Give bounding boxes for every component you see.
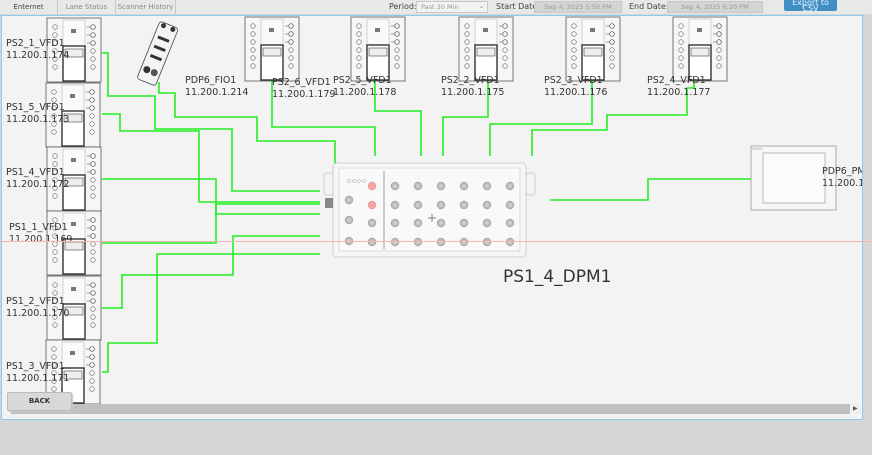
port-fault-indicator — [367, 181, 377, 191]
device-name: PS2_4_VFD1 — [647, 75, 706, 86]
period-value: Past 30 Min — [421, 3, 459, 11]
switch-label: PS1_4_DPM1 — [503, 267, 612, 287]
start-date-label: Start Date: — [496, 2, 540, 11]
device-name: PS2_3_VFD1 — [544, 75, 603, 86]
link-lines — [102, 52, 762, 373]
end-date-label: End Date: — [629, 2, 669, 11]
device-name: PS2_6_VFD1 — [272, 77, 331, 88]
device-name: PDP6_PM — [822, 166, 863, 177]
device-ip: 11.200.1.176 — [544, 87, 608, 98]
link-ps1-2 — [102, 235, 320, 309]
device-ip: 11.200.1.174 — [6, 50, 70, 61]
link-pdp6-pm — [550, 178, 762, 201]
device-name: PS2_2_VFD1 — [441, 75, 500, 86]
back-button[interactable]: BACK — [7, 392, 72, 411]
device-ip: 11.200.1.214 — [185, 87, 249, 98]
device-name: PS1_4_VFD1 — [6, 167, 65, 178]
link-ps2-2 — [442, 78, 489, 156]
link-ps1-1 — [102, 203, 320, 244]
power-monitor-device — [750, 145, 837, 211]
device-ip: 11.200.1.169 — [9, 234, 73, 245]
link-pdp6-fio1 — [158, 82, 336, 166]
vfd-ps2-3 — [565, 16, 621, 82]
start-date-field[interactable]: Sep 4, 2025 5:50 PM — [534, 1, 622, 13]
chevron-down-icon: ⌄ — [478, 3, 484, 10]
device-ip: 11.200.1.175 — [441, 87, 505, 98]
period-label: Period: — [389, 2, 417, 11]
device-name: PS1_2_VFD1 — [6, 296, 65, 307]
device-name: PS2_1_VFD1 — [6, 38, 65, 49]
tab-enternet[interactable]: Enternet — [0, 0, 58, 14]
device-ip: 11.200.1.2 — [822, 178, 862, 189]
guide-line — [0, 241, 872, 242]
vfd-ps2-6 — [244, 16, 300, 82]
link-ps1-4 — [102, 178, 320, 215]
link-ps2-4 — [531, 78, 695, 156]
port-fault-indicator — [367, 200, 377, 210]
device-ip: 11.200.1.178 — [333, 87, 397, 98]
fio-device — [137, 21, 179, 86]
device-ip: 11.200.1.172 — [6, 179, 70, 190]
link-ps2-3 — [489, 78, 593, 156]
end-date-field[interactable]: Sep 4, 2025 6:20 PM — [667, 1, 763, 13]
device-ip: 11.200.1.170 — [6, 308, 70, 319]
export-csv-button[interactable]: Export to CSV — [784, 0, 837, 11]
vfd-ps2-4 — [672, 16, 728, 82]
vfd-ps2-2 — [458, 16, 514, 82]
device-ip: 11.200.1.179 — [272, 89, 336, 100]
device-name: PS1_1_VFD1 — [9, 222, 68, 233]
horizontal-scrollbar[interactable] — [11, 404, 850, 414]
network-diagram — [45, 16, 837, 405]
device-ip: 11.200.1.173 — [6, 114, 70, 125]
tab-lane-status[interactable]: Lane Status — [58, 0, 116, 14]
scroll-right-icon[interactable]: ▶ — [853, 405, 858, 412]
link-ps1-3 — [102, 253, 320, 373]
device-ip: 11.200.1.177 — [647, 87, 711, 98]
link-ps1-5 — [102, 113, 320, 203]
period-select[interactable]: Past 30 Min ⌄ — [416, 1, 488, 13]
device-ip: 11.200.1.171 — [6, 373, 70, 384]
device-name: PS2_5_VFD1 — [333, 75, 392, 86]
tab-scanner-history[interactable]: Scanner History — [116, 0, 176, 14]
vfd-ps2-5 — [350, 16, 406, 82]
link-ps2-6 — [271, 79, 376, 156]
device-name: PS1_5_VFD1 — [6, 102, 65, 113]
switch-ps1-4-dpm1 — [323, 162, 536, 258]
scrollbar-track-end — [850, 404, 861, 414]
link-ps2-5 — [374, 78, 422, 156]
device-name: PS1_3_VFD1 — [6, 361, 65, 372]
device-name: PDP6_FIO1 — [185, 75, 237, 86]
link-ps2-1 — [102, 52, 320, 192]
